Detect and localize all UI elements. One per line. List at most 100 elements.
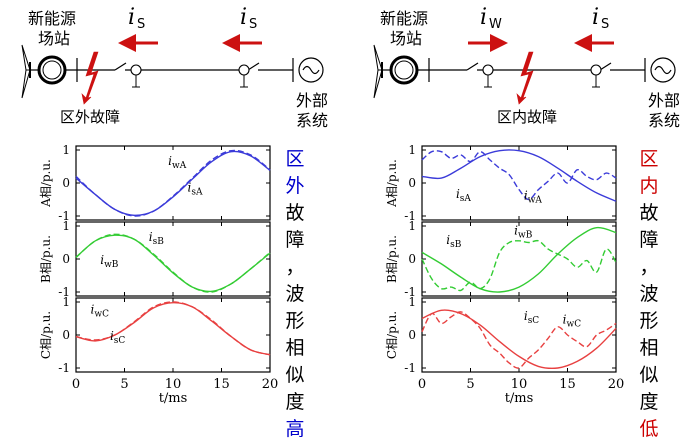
y-tick-label: 0 (408, 176, 416, 190)
turbine-blade (21, 69, 31, 99)
grid-label-line1: 外部 (296, 91, 328, 110)
series-label-sub: sC (528, 316, 540, 326)
side-note-char: 障 (639, 229, 659, 251)
current-label-2-sub: S (601, 17, 609, 32)
y-tick-label: 0 (62, 176, 70, 190)
series-label-sub: wC (566, 319, 581, 329)
x-tick-label: 0 (72, 377, 80, 392)
current-transformer-icon (130, 64, 142, 88)
y-tick-label: 1 (408, 219, 416, 233)
breaker-icon (466, 62, 479, 71)
breaker-icon (114, 62, 127, 71)
side-note-char: ， (639, 256, 659, 278)
grid-label-line2: 系统 (648, 111, 680, 130)
turbine-blade (21, 44, 31, 71)
turbine-blade (373, 44, 383, 71)
series-label-sub: wA (528, 196, 543, 206)
side-note-char: 形 (285, 310, 305, 332)
panel-frame (421, 145, 617, 221)
side-note-left: 区外故障，波形相似度高 (284, 146, 306, 443)
panel-frame (421, 297, 617, 373)
y-tick-label: -1 (404, 285, 416, 299)
y-tick-label: 1 (408, 295, 416, 309)
y-tick-label: 0 (408, 252, 416, 266)
side-note-char: 内 (639, 175, 659, 197)
lightning-fault-icon (81, 51, 99, 105)
lightning-bolt (516, 51, 534, 105)
grid-label-line1: 外部 (648, 91, 680, 110)
y-axis-label: B相/p.u. (385, 235, 399, 283)
ct-circle (482, 64, 494, 76)
y-tick-label: 0 (62, 252, 70, 266)
series-label-sub: wB (518, 230, 533, 240)
external-grid-icon (644, 57, 676, 83)
x-tick-label: 20 (262, 377, 279, 392)
side-note-char: 故 (639, 202, 659, 224)
series-label-sub: sC (114, 336, 126, 346)
series-label-sub: wC (94, 310, 109, 320)
fault-label: 区内故障 (497, 108, 557, 126)
y-axis-label: B相/p.u. (39, 235, 53, 283)
x-tick-label: 5 (120, 377, 128, 392)
lightning-fault-icon (516, 51, 534, 105)
x-tick-label: 0 (418, 377, 426, 392)
side-note-char: 度 (285, 391, 305, 413)
y-tick-label: -1 (404, 209, 416, 223)
station-label-line1: 新能源 (380, 9, 428, 28)
x-axis-label: t/ms (505, 391, 534, 406)
ct-circle (238, 64, 250, 76)
side-note-char: 故 (285, 202, 305, 224)
series-iwC (421, 311, 617, 369)
grid-label-line2: 系统 (296, 111, 328, 130)
side-note-char: 障 (285, 229, 305, 251)
x-tick-label: 15 (559, 377, 576, 392)
panel-frame (75, 145, 271, 221)
y-tick-label: 1 (62, 295, 70, 309)
breaker-icon (599, 62, 612, 71)
side-note-char: 相 (639, 337, 659, 359)
current-label-1-sub: W (489, 17, 502, 32)
y-tick-label: 1 (62, 219, 70, 233)
side-note-char: 度 (639, 391, 659, 413)
panel-frame (75, 221, 271, 297)
y-tick-label: -1 (58, 285, 70, 299)
y-axis-label: A相/p.u. (385, 159, 399, 208)
x-tick-label: 10 (511, 377, 528, 392)
series-iwB (421, 239, 617, 292)
side-note-char: 低 (639, 418, 659, 440)
side-note-char: 波 (639, 283, 659, 305)
y-tick-label: -1 (404, 361, 416, 375)
series-isC (421, 309, 617, 370)
side-note-char: 形 (639, 310, 659, 332)
ct-circle (590, 64, 602, 76)
series-label-sub: sB (153, 237, 165, 247)
turbine-blade (373, 69, 383, 99)
lightning-bolt (81, 51, 99, 105)
ct-circle (130, 64, 142, 76)
external-grid-icon (292, 57, 324, 83)
current-transformer-icon (238, 64, 250, 88)
panel-frame (421, 221, 617, 297)
current-transformer-icon (590, 64, 602, 88)
station-label-line2: 场站 (390, 29, 422, 48)
side-note-right: 区内故障，波形相似度低 (638, 146, 660, 443)
side-note-char: 波 (285, 283, 305, 305)
x-tick-label: 20 (608, 377, 625, 392)
series-iwA (421, 150, 617, 201)
series-label-sub: sA (460, 194, 472, 204)
y-tick-label: 1 (62, 143, 70, 157)
series-isC (75, 301, 271, 356)
side-note-char: 似 (639, 364, 659, 386)
series-label-sub: wA (172, 161, 187, 171)
